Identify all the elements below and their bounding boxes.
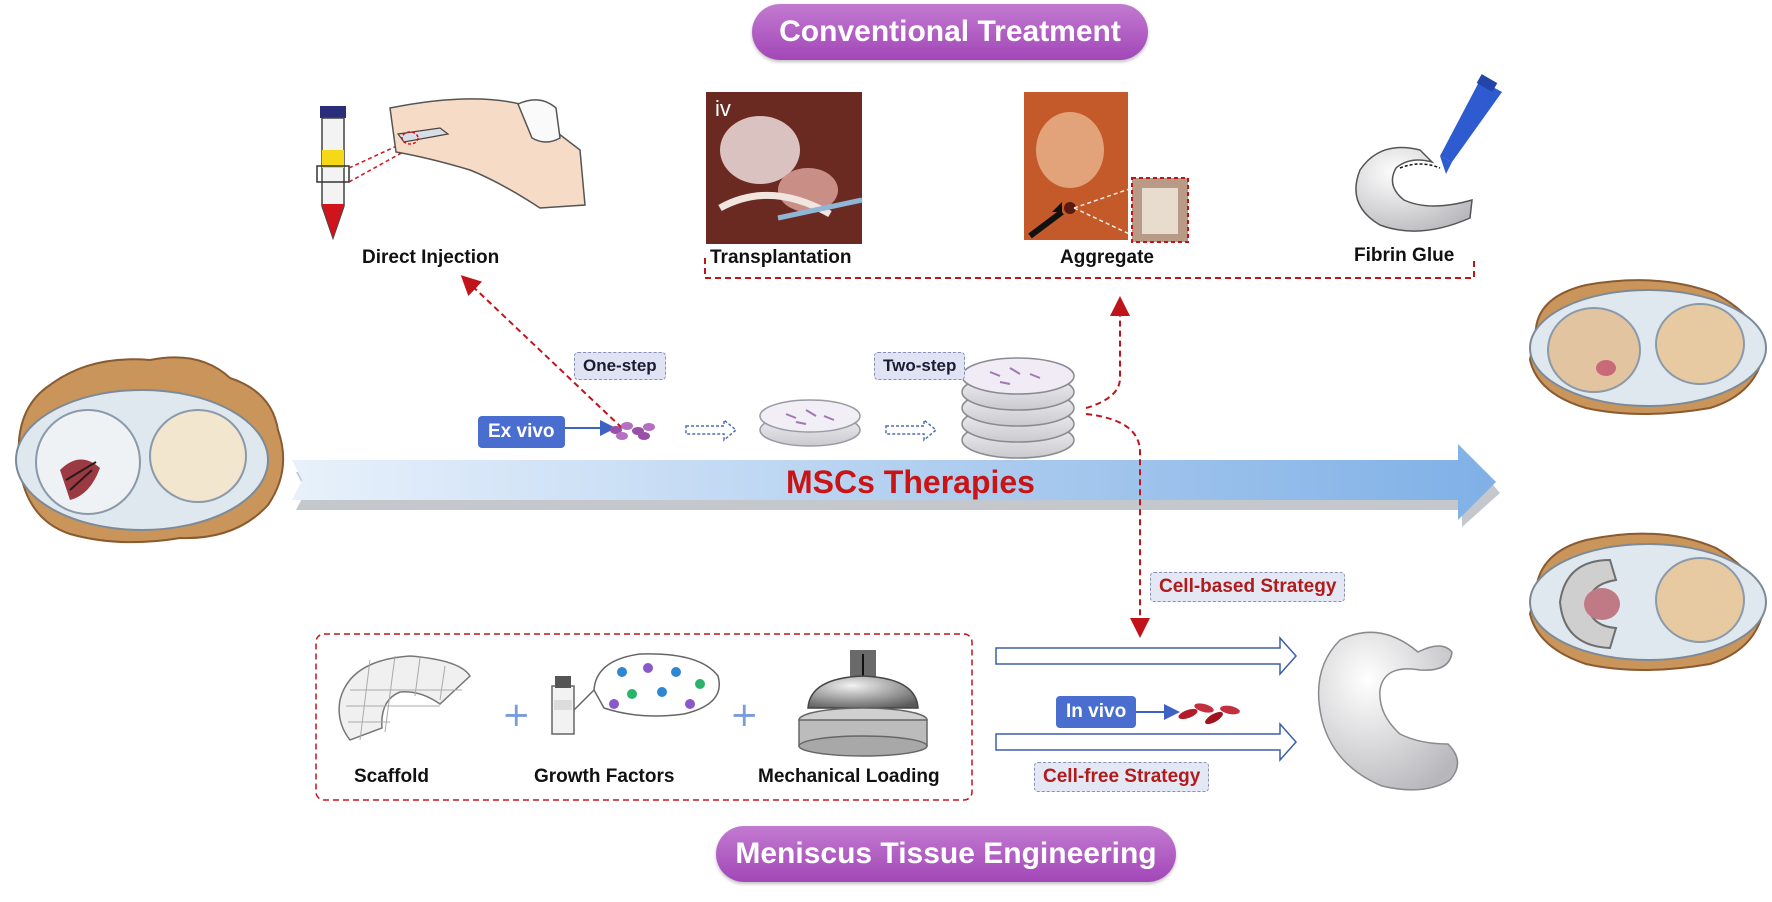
mechanical-loading-label: Mechanical Loading (758, 766, 940, 787)
scaffold-illustration (338, 655, 471, 741)
repaired-knee-top-image (1528, 279, 1767, 415)
conventional-treatment-title: Conventional Treatment (752, 4, 1148, 60)
engineered-meniscus (1317, 631, 1459, 791)
one-step-connector (460, 275, 623, 429)
aggregate-label: Aggregate (1060, 247, 1154, 268)
plus-icon-2: + (730, 695, 759, 735)
growth-factors-label: Growth Factors (534, 766, 675, 787)
fibrin-glue-label: Fibrin Glue (1354, 245, 1455, 266)
hollow-arrow-1 (685, 418, 738, 442)
aggregate-photo (1024, 92, 1189, 243)
cell-based-strategy-tag: Cell-based Strategy (1150, 572, 1346, 602)
two-step-down-connector (1085, 413, 1150, 638)
growth-factors-illustration (551, 653, 720, 735)
cell-free-strategy-tag: Cell-free Strategy (1034, 762, 1210, 792)
injured-knee-image (15, 356, 285, 544)
msc-cells-cluster (610, 422, 655, 440)
repaired-knee-bottom-image (1528, 532, 1767, 671)
one-step-tag: One-step (574, 352, 666, 380)
plus-icon-1: + (502, 695, 531, 735)
hollow-arrow-2 (885, 418, 938, 442)
two-step-tag: Two-step (874, 352, 966, 380)
injection-illustration (316, 98, 586, 241)
petri-dish (759, 399, 861, 447)
engineering-box (315, 633, 973, 801)
main-therapy-arrow (292, 444, 1500, 527)
ex-vivo-button: Ex vivo (478, 416, 565, 448)
in-vivo-button: In vivo (1056, 696, 1137, 728)
in-vivo-cells (1178, 703, 1240, 725)
cell-free-arrow (995, 722, 1298, 762)
direct-injection-label: Direct Injection (362, 247, 500, 268)
two-step-up-connector (1085, 296, 1130, 409)
mechanical-loading-illustration (798, 650, 928, 757)
treatment-bracket (704, 258, 1475, 279)
fibrin-glue-illustration (1355, 74, 1502, 232)
stacked-petri-dishes (961, 357, 1075, 459)
meniscus-tissue-engineering-title: Meniscus Tissue Engineering (716, 826, 1176, 882)
scaffold-label: Scaffold (354, 766, 429, 787)
transplantation-panel-label: iv (715, 96, 731, 121)
cell-based-arrow (995, 636, 1298, 676)
transplantation-photo (706, 92, 863, 244)
transplantation-label: Transplantation (710, 247, 852, 268)
msc-therapies-label: MSCs Therapies (786, 464, 1035, 500)
